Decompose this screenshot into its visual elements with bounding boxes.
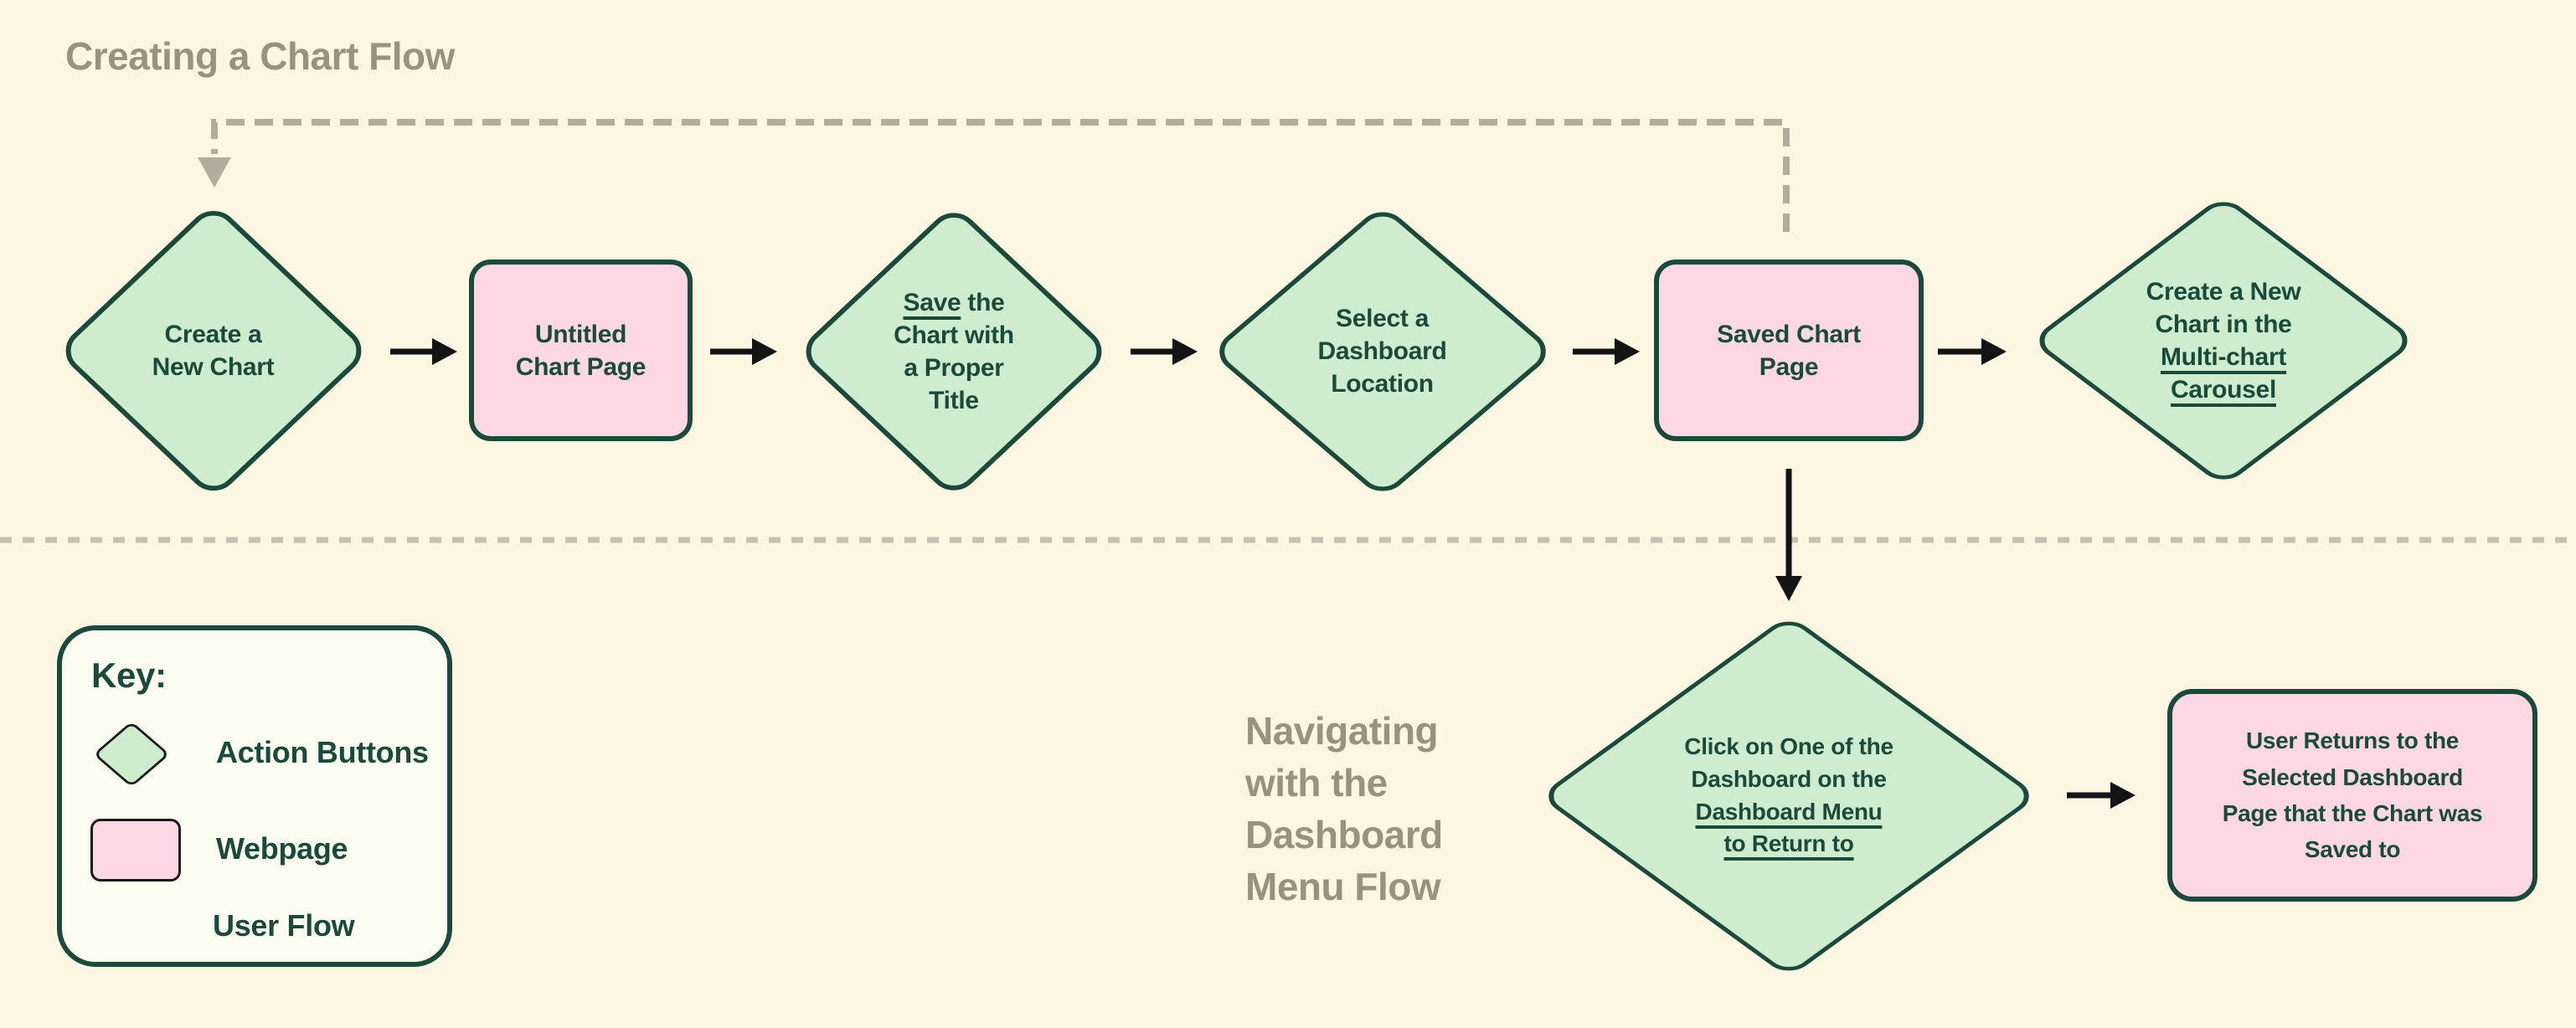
legend-heading: Key: <box>91 655 167 695</box>
legend-action-button-swatch <box>90 719 173 789</box>
green-diamond-icon <box>93 721 170 788</box>
legend-item-webpage: Webpage <box>216 831 348 866</box>
arrow-select-to-saved <box>1573 338 1640 365</box>
repeat-flow-dashed-arrow <box>198 119 1790 232</box>
legend-webpage-swatch <box>90 819 181 882</box>
page-title: Creating a Chart Flow <box>65 34 455 78</box>
arrow-menu-to-returns <box>2067 782 2136 809</box>
legend-item-action-buttons: Action Buttons <box>216 735 429 769</box>
arrow-untitled-to-save <box>710 338 777 365</box>
legend-item-user-flow: User Flow <box>213 908 355 943</box>
arrow-create-to-untitled <box>390 338 457 365</box>
arrow-save-to-select <box>1131 338 1198 365</box>
legend-box: Key: Action Buttons Webpage User Flow <box>57 625 452 967</box>
arrow-saved-to-dashboard-menu <box>1775 469 1802 601</box>
arrow-saved-to-carousel <box>1938 338 2007 365</box>
